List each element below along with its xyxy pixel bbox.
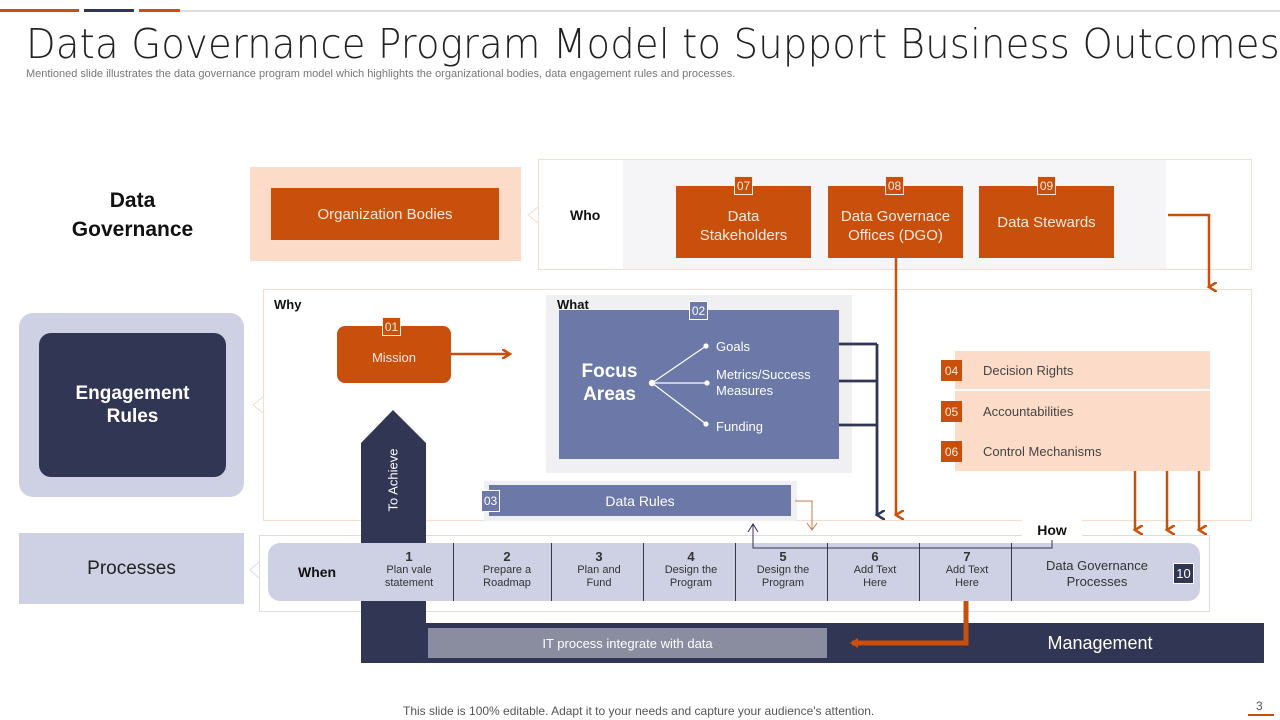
- step-label: Plan and Fund: [577, 564, 621, 589]
- badge-07: 07: [734, 176, 753, 195]
- page-subtitle: Mentioned slide illustrates the data gov…: [26, 68, 736, 80]
- top-divider: [180, 10, 1280, 12]
- dg-processes-text: Data Governance Processes: [1046, 558, 1148, 589]
- step-number: 6: [871, 549, 879, 564]
- top-accent-orange-1: [0, 9, 79, 12]
- body-data-stewards[interactable]: Data Stewards: [979, 186, 1114, 258]
- focus-item-goals: Goals: [716, 339, 750, 354]
- step-number: 5: [779, 549, 787, 564]
- body-label: Data Governace Offices (DGO): [840, 208, 951, 244]
- rights-control[interactable]: Control Mechanisms: [955, 432, 1210, 471]
- step-divider: [827, 543, 828, 601]
- it-process-label: IT process integrate with data: [542, 635, 713, 651]
- focus-areas-label: Focus Areas: [581, 361, 638, 405]
- org-bodies-box[interactable]: Organization Bodies: [271, 188, 499, 240]
- dg-processes-label: Data Governance Processes: [1035, 556, 1159, 592]
- when-label: When: [298, 564, 337, 580]
- engagement-notch: [252, 396, 264, 414]
- rights-label: Decision Rights: [983, 362, 1074, 378]
- management-text: Management: [1047, 632, 1153, 653]
- body-label: Data Stakeholders: [699, 208, 788, 244]
- process-notch: [249, 561, 260, 579]
- step-number: 3: [595, 549, 603, 564]
- badge-04: 04: [941, 360, 962, 381]
- step-label: Add Text Here: [945, 564, 989, 589]
- processes-box[interactable]: Processes: [19, 533, 244, 604]
- footer-note: This slide is 100% editable. Adapt it to…: [403, 704, 875, 718]
- badge-10-text: 10: [1176, 566, 1191, 581]
- to-achieve-label: To Achieve: [386, 449, 401, 512]
- top-accent-orange-2: [139, 9, 180, 12]
- step-divider: [919, 543, 920, 601]
- what-label: What: [557, 297, 589, 312]
- management-label: Management: [1000, 628, 1200, 658]
- step-number: 2: [503, 549, 511, 564]
- step-label: Design the Program: [756, 564, 810, 589]
- top-accent-navy: [84, 9, 134, 12]
- org-bodies-label: Organization Bodies: [317, 205, 453, 223]
- badge-09: 09: [1037, 176, 1056, 195]
- processes-label: Processes: [87, 557, 176, 579]
- to-achieve-text: To Achieve: [385, 448, 401, 512]
- badge-06: 06: [941, 441, 962, 462]
- step-number: 1: [405, 549, 413, 564]
- who-label: Who: [570, 207, 601, 223]
- step-divider: [453, 543, 454, 601]
- data-rules-label: Data Rules: [605, 492, 675, 509]
- badge-05: 05: [941, 401, 962, 422]
- page-number: 3: [1256, 699, 1263, 713]
- badge-01: 01: [382, 317, 401, 336]
- step-label: Plan vale statement: [384, 564, 434, 589]
- step-divider: [643, 543, 644, 601]
- badge-03: 03: [481, 490, 500, 512]
- it-process-box[interactable]: IT process integrate with data: [428, 628, 827, 658]
- step-label: Prepare a Roadmap: [482, 564, 532, 589]
- body-data-stakeholders[interactable]: Data Stakeholders: [676, 186, 811, 258]
- rights-label: Control Mechanisms: [983, 444, 1102, 459]
- engagement-rules-label: Engagement Rules: [75, 383, 190, 427]
- engagement-rules-box[interactable]: Engagement Rules: [39, 333, 226, 477]
- focus-item-funding: Funding: [716, 419, 763, 434]
- page-number-underline: [1248, 714, 1274, 716]
- focus-areas-title: Focus Areas: [572, 358, 647, 408]
- why-label: Why: [274, 297, 302, 312]
- data-governance-heading: Data Governance: [30, 185, 235, 245]
- badge-08: 08: [885, 176, 904, 195]
- how-text: How: [1037, 522, 1067, 538]
- badge-02: 02: [689, 301, 708, 320]
- step-divider: [551, 543, 552, 601]
- focus-item-metrics: Metrics/Success Measures: [716, 367, 811, 398]
- page-title: Data Governance Program Model to Support…: [26, 20, 1280, 68]
- body-label: Data Stewards: [997, 213, 1096, 231]
- mission-label: Mission: [371, 349, 417, 365]
- rights-accountabilities[interactable]: Accountabilities: [955, 391, 1210, 432]
- step-number: 4: [687, 549, 695, 564]
- step-divider: [1011, 543, 1012, 601]
- who-notch: [527, 206, 539, 224]
- rights-decision[interactable]: Decision Rights: [955, 351, 1210, 389]
- step-label: Add Text Here: [853, 564, 897, 589]
- how-label: How: [1022, 520, 1082, 540]
- rights-label: Accountabilities: [983, 404, 1074, 419]
- data-governance-label: Data Governance: [71, 189, 194, 241]
- step-number: 7: [963, 549, 971, 564]
- step-label: Design the Program: [664, 564, 718, 589]
- step-divider: [735, 543, 736, 601]
- badge-10: 10: [1173, 563, 1194, 584]
- data-rules-box[interactable]: Data Rules: [489, 485, 791, 516]
- body-dgo[interactable]: Data Governace Offices (DGO): [828, 186, 963, 258]
